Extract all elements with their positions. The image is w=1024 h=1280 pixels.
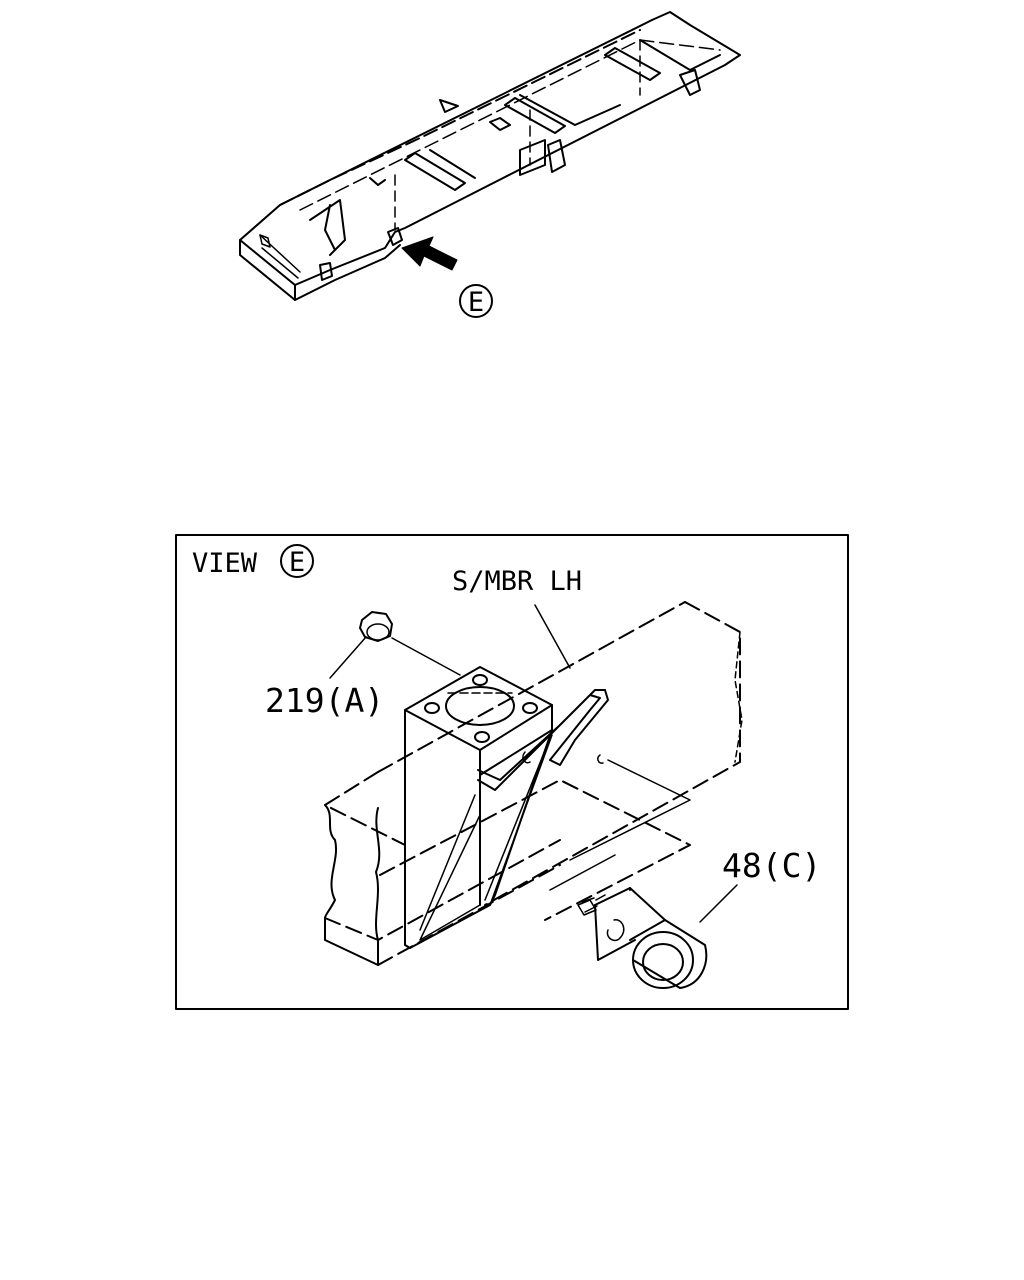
svg-text:E: E xyxy=(468,287,484,318)
bolt-hole xyxy=(475,732,489,742)
detail-border xyxy=(176,535,848,1009)
leader-side-member xyxy=(535,605,570,668)
leader-bushing xyxy=(700,885,737,922)
leader-clip-to-bushing xyxy=(570,760,690,860)
leader-nut-to-bracket xyxy=(392,638,460,675)
view-label: VIEW E xyxy=(192,545,313,579)
left-side-rail xyxy=(240,12,740,300)
leader-lines xyxy=(330,605,737,922)
bracket-center-hole xyxy=(446,687,514,725)
pipe-clip xyxy=(478,690,608,790)
nut-part xyxy=(360,612,392,641)
detail-view-panel: VIEW E xyxy=(176,535,848,1009)
bushing-inner xyxy=(643,944,683,980)
svg-text:E: E xyxy=(289,547,305,578)
crossmembers xyxy=(310,40,720,255)
leader-nut xyxy=(330,637,366,678)
overview-view-marker: E xyxy=(460,285,492,318)
chassis-frame-overview: E xyxy=(240,12,740,318)
view-arrow xyxy=(402,237,457,270)
bolt-hole xyxy=(425,703,439,713)
svg-text:VIEW: VIEW xyxy=(192,548,258,579)
bushing-part xyxy=(550,855,706,988)
bushing-part-number: 48(C) xyxy=(722,846,821,885)
side-member-beam xyxy=(325,602,742,965)
view-label-circle xyxy=(281,545,313,577)
side-member-label: S/MBR LH xyxy=(452,566,582,597)
bolt-hole xyxy=(473,675,487,685)
nut-part-number: 219(A) xyxy=(265,681,384,720)
frame-brackets xyxy=(260,70,700,280)
spring-hanger-bracket xyxy=(405,667,552,948)
bolt-hole xyxy=(523,703,537,713)
